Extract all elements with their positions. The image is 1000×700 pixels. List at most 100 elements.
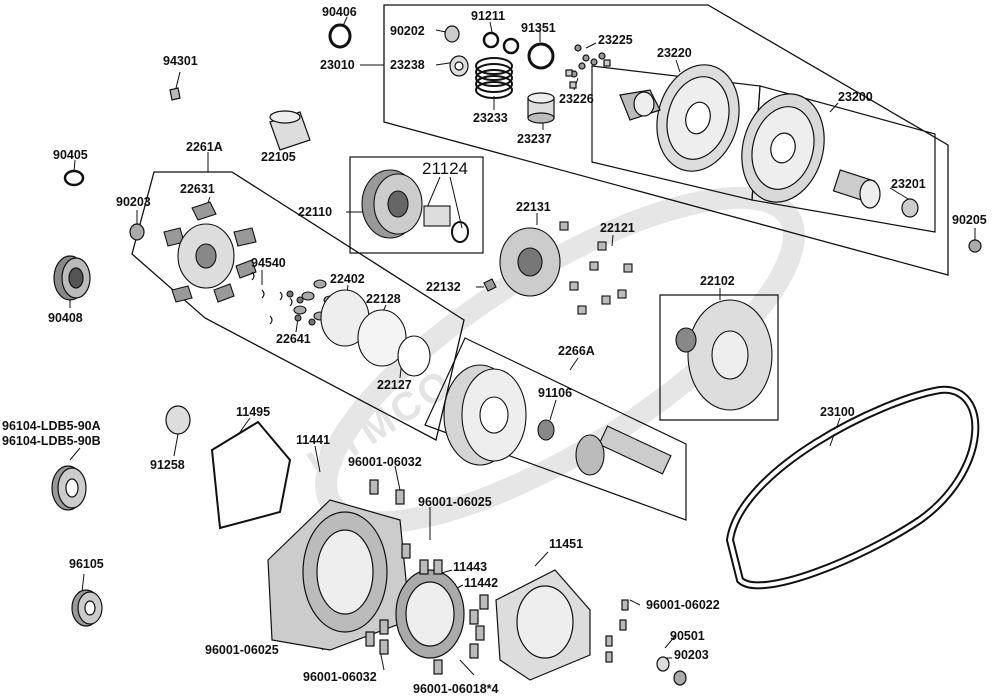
label-23237: 23237 xyxy=(517,132,552,146)
label-22110: 22110 xyxy=(298,205,333,219)
label-90405: 90405 xyxy=(53,148,88,162)
part-90406-ring xyxy=(328,23,352,49)
label-22631: 22631 xyxy=(180,182,215,196)
part-94301-screw xyxy=(169,87,181,101)
label-91351: 91351 xyxy=(521,21,556,35)
label-96001-06025-upper: 96001-06025 xyxy=(418,495,492,509)
label-11495: 11495 xyxy=(236,405,271,419)
label-23201: 23201 xyxy=(891,177,926,191)
label-21124: 21124 xyxy=(422,159,469,178)
label-96105: 96105 xyxy=(69,557,104,571)
part-90203-nut xyxy=(673,670,687,686)
part-23233-spring xyxy=(475,57,513,99)
part-22631-shoes xyxy=(163,201,257,303)
label-91106: 91106 xyxy=(538,386,573,400)
label-96001-06032-upper: 96001-06032 xyxy=(348,455,422,469)
label-96001-06025-lower: 96001-06025 xyxy=(205,643,279,657)
label-96104-LDB5-90A: 96104-LDB5-90A xyxy=(2,419,101,433)
label-22131: 22131 xyxy=(516,200,551,214)
label-90501: 90501 xyxy=(670,629,705,643)
movable-drive-face xyxy=(483,221,633,315)
clutch-parts xyxy=(328,23,982,253)
label-91211: 91211 xyxy=(471,9,506,23)
label-91258: 91258 xyxy=(150,458,185,472)
label-22105: 22105 xyxy=(261,150,296,164)
label-2261A: 2261A xyxy=(186,140,223,154)
label-23225: 23225 xyxy=(598,33,633,47)
label-22102: 22102 xyxy=(700,274,735,288)
part-11495-gasket xyxy=(210,420,292,530)
label-96104-LDB5-90B: 96104-LDB5-90B xyxy=(2,434,101,448)
label-90203-left: 90203 xyxy=(116,195,151,209)
label-23238: 23238 xyxy=(390,58,425,72)
group-22110-outline xyxy=(349,156,484,254)
group-2266A-outline xyxy=(424,337,687,521)
part-22132-slide xyxy=(483,278,497,292)
part-23201-hub xyxy=(832,169,919,218)
group-2261A-outline xyxy=(131,171,465,441)
label-23100: 23100 xyxy=(820,405,855,419)
part-90501-washer xyxy=(656,656,670,672)
part-90203-seal xyxy=(129,223,145,241)
part-90202-ring xyxy=(444,25,460,43)
label-11451: 11451 xyxy=(549,537,584,551)
label-2266A: 2266A xyxy=(558,344,595,358)
label-23010: 23010 xyxy=(320,58,355,72)
part-22105-sleeve xyxy=(269,110,311,151)
clutch-carrier xyxy=(361,169,469,243)
lower-cases xyxy=(51,405,687,686)
clutch-shoe-assembly xyxy=(163,201,431,377)
label-23200: 23200 xyxy=(838,90,873,104)
label-22641: 22641 xyxy=(276,332,311,346)
label-22127: 22127 xyxy=(377,378,412,392)
label-22132: 22132 xyxy=(426,280,461,294)
part-96104-seal xyxy=(51,465,87,511)
clutch-outer-assembly xyxy=(443,364,672,476)
part-90408-bearing xyxy=(53,255,91,301)
part-91258-washer xyxy=(165,405,191,435)
label-22121: 22121 xyxy=(600,221,635,235)
part-11442-duct xyxy=(395,569,465,659)
part-91211-oring-b xyxy=(502,37,520,55)
group-22102-outline xyxy=(659,294,779,421)
label-96001-06032-lower: 96001-06032 xyxy=(303,670,377,684)
part-90205-nut xyxy=(968,239,982,253)
bolts xyxy=(365,479,629,675)
part-91211-oring xyxy=(482,31,500,49)
part-23226-rollers xyxy=(565,59,611,89)
fixed-drive-face xyxy=(675,299,773,411)
part-22641-pins xyxy=(286,290,316,326)
part-23200-plate xyxy=(741,93,825,203)
part-11451-cover xyxy=(495,569,591,681)
part-11441-cover xyxy=(267,499,411,651)
label-90406: 90406 xyxy=(322,5,357,19)
label-11441: 11441 xyxy=(296,433,331,447)
label-96001-06022: 96001-06022 xyxy=(646,598,720,612)
left-parts xyxy=(53,87,311,301)
leader-lines xyxy=(69,16,976,676)
label-94540: 94540 xyxy=(251,256,286,270)
label-23226: 23226 xyxy=(559,92,594,106)
part-91351-seal xyxy=(527,42,555,70)
label-90205: 90205 xyxy=(952,213,987,227)
label-11443: 11443 xyxy=(453,560,488,574)
label-90408: 90408 xyxy=(48,311,83,325)
label-23220: 23220 xyxy=(657,46,692,60)
label-94301: 94301 xyxy=(163,54,198,68)
label-22128: 22128 xyxy=(366,292,401,306)
group-23010-outline xyxy=(383,4,949,276)
label-22402: 22402 xyxy=(330,272,365,286)
part-23237-collar xyxy=(527,92,555,124)
label-11442: 11442 xyxy=(464,576,499,590)
part-22127b-plate xyxy=(397,335,431,377)
label-90202: 90202 xyxy=(390,24,425,38)
part-94540-clips xyxy=(251,271,293,325)
part-21124-sleeve xyxy=(423,205,451,227)
label-90203-right: 90203 xyxy=(674,648,709,662)
part-96105-seal xyxy=(71,589,103,627)
part-23220-sheave xyxy=(619,64,740,172)
part-23225-pins xyxy=(570,44,606,78)
label-96001-06018x4: 96001-06018*4 xyxy=(413,682,499,696)
